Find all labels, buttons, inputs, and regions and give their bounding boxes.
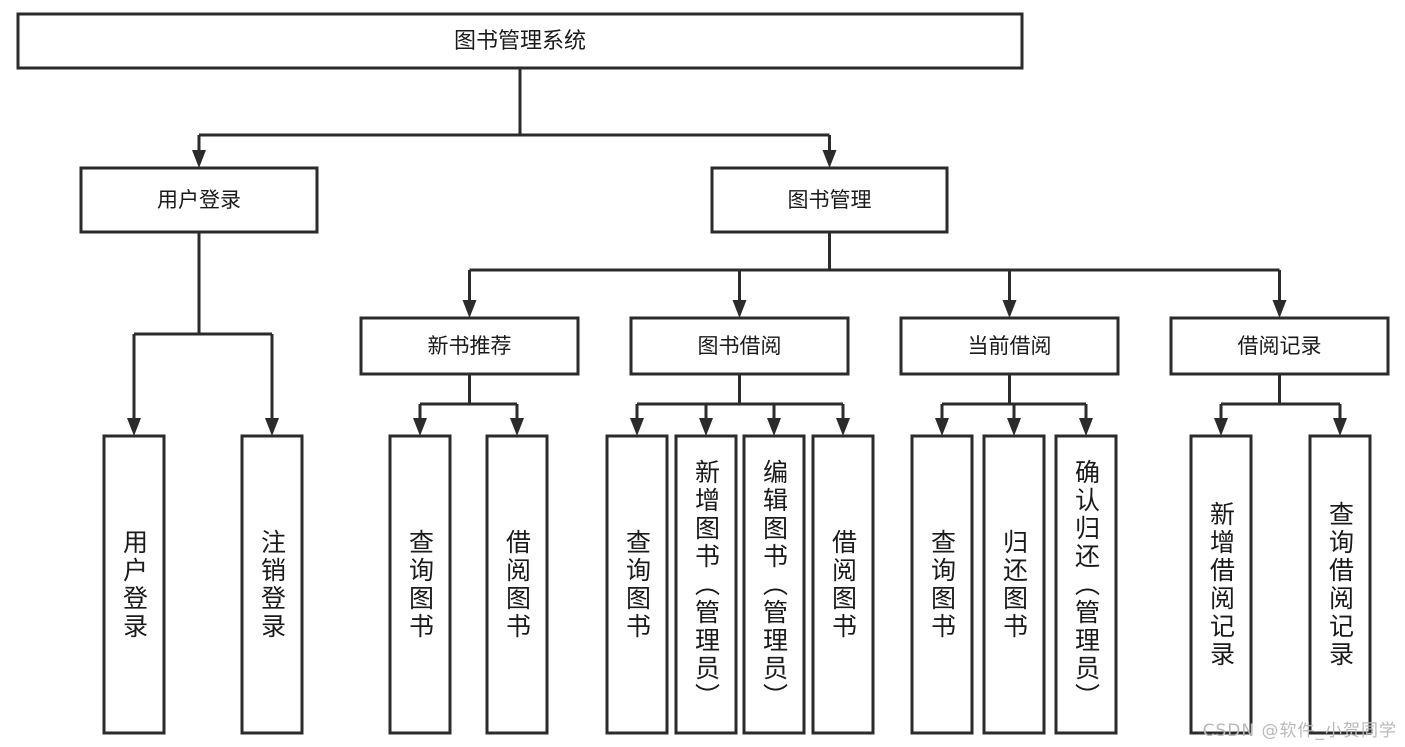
arrow-head <box>630 418 644 436</box>
arrow-head <box>732 300 747 318</box>
node-box-leaf-add-borrow-record[interactable] <box>1189 434 1253 735</box>
node-label-current-borrow: 当前借阅 <box>968 334 1052 358</box>
node-borrow-record[interactable]: 借阅记录 <box>1169 316 1390 376</box>
node-label-book-borrow: 图书借阅 <box>698 334 782 358</box>
node-leaf-confirm-return-admin[interactable] <box>1054 434 1118 735</box>
arrow-head <box>1214 418 1228 436</box>
edge-group-edge-currentborrow-to-leaves <box>935 374 1093 436</box>
node-box-leaf-query-book-current[interactable] <box>910 434 974 735</box>
node-box-leaf-logout[interactable] <box>240 434 304 735</box>
node-box-root[interactable] <box>16 12 1024 70</box>
node-label-user-login: 用户登录 <box>157 188 241 212</box>
node-box-leaf-query-borrow-record[interactable] <box>1308 434 1372 735</box>
arrow-head <box>822 150 837 168</box>
node-new-book-recommend[interactable]: 新书推荐 <box>359 316 580 376</box>
watermark-text: CSDN @软件_小贺同学 <box>1202 721 1397 741</box>
arrow-head <box>127 418 141 436</box>
edge-group-edge-bookmgmt-to-level3 <box>462 232 1287 318</box>
node-leaf-logout[interactable] <box>240 434 304 735</box>
node-leaf-query-book-borrow[interactable] <box>605 434 669 735</box>
node-box-leaf-borrow-book[interactable] <box>811 434 875 735</box>
edge-group-edge-root-to-level2 <box>192 68 837 168</box>
node-box-leaf-return-book[interactable] <box>982 434 1046 735</box>
arrow-head <box>935 418 949 436</box>
node-label-borrow-record: 借阅记录 <box>1238 334 1322 358</box>
edge-group-edge-bookborrow-to-leaves <box>630 374 850 436</box>
edge-group-edge-newbook-to-leaves <box>413 374 524 436</box>
node-box-borrow-record[interactable] <box>1169 316 1390 376</box>
node-leaf-return-book[interactable] <box>982 434 1046 735</box>
node-root[interactable]: 图书管理系统 <box>16 12 1024 70</box>
node-box-leaf-borrow-book-new[interactable] <box>485 434 549 735</box>
node-leaf-add-borrow-record[interactable] <box>1189 434 1253 735</box>
arrow-head <box>836 418 850 436</box>
node-current-borrow[interactable]: 当前借阅 <box>899 316 1120 376</box>
node-label-root: 图书管理系统 <box>454 29 586 54</box>
node-box-leaf-add-book-admin[interactable] <box>674 434 738 735</box>
node-label-book-management: 图书管理 <box>788 188 872 212</box>
arrow-head <box>462 300 477 318</box>
edges-layer <box>127 68 1347 436</box>
node-leaf-edit-book-admin[interactable] <box>742 434 806 735</box>
node-box-leaf-edit-book-admin[interactable] <box>742 434 806 735</box>
node-box-new-book-recommend[interactable] <box>359 316 580 376</box>
node-user-login[interactable]: 用户登录 <box>79 166 319 234</box>
node-box-book-borrow[interactable] <box>629 316 850 376</box>
node-box-current-borrow[interactable] <box>899 316 1120 376</box>
node-leaf-query-borrow-record[interactable] <box>1308 434 1372 735</box>
arrow-head <box>510 418 524 436</box>
node-book-borrow[interactable]: 图书借阅 <box>629 316 850 376</box>
node-box-leaf-user-login[interactable] <box>102 434 166 735</box>
node-book-management[interactable]: 图书管理 <box>710 166 949 234</box>
arrow-head <box>699 418 713 436</box>
node-leaf-borrow-book-new[interactable] <box>485 434 549 735</box>
node-leaf-user-login[interactable] <box>102 434 166 735</box>
arrow-head <box>265 418 279 436</box>
edge-group-edge-borrowrecord-to-leaves <box>1214 374 1347 436</box>
node-box-leaf-query-book-borrow[interactable] <box>605 434 669 735</box>
arrow-head <box>1079 418 1093 436</box>
node-box-book-management[interactable] <box>710 166 949 234</box>
arrow-head <box>1333 418 1347 436</box>
node-leaf-add-book-admin[interactable] <box>674 434 738 735</box>
node-box-user-login[interactable] <box>79 166 319 234</box>
arrow-head <box>192 150 206 168</box>
arrow-head <box>1007 418 1021 436</box>
node-box-leaf-query-book-new[interactable] <box>388 434 452 735</box>
arrow-head <box>413 418 427 436</box>
node-leaf-borrow-book[interactable] <box>811 434 875 735</box>
node-label-new-book-recommend: 新书推荐 <box>428 334 512 358</box>
node-box-leaf-confirm-return-admin[interactable] <box>1054 434 1118 735</box>
node-leaf-query-book-current[interactable] <box>910 434 974 735</box>
arrow-head <box>1272 300 1287 318</box>
edge-group-edge-userlogin-to-leaves <box>127 232 279 436</box>
arrow-head <box>767 418 781 436</box>
node-leaf-query-book-new[interactable] <box>388 434 452 735</box>
arrow-head <box>1002 300 1017 318</box>
